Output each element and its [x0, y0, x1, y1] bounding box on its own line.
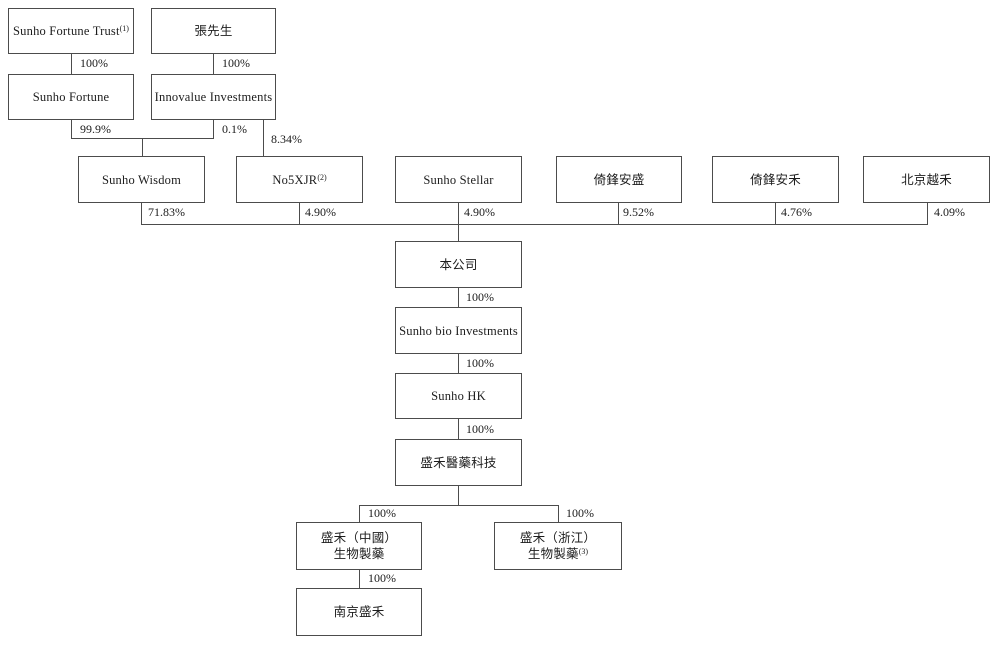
connector-line: [213, 54, 214, 74]
node-label: 倚鋒安盛: [593, 172, 645, 187]
node-label: Sunho Stellar: [423, 172, 494, 187]
node-label: Sunho HK: [431, 389, 486, 403]
connector-line: [141, 203, 142, 224]
node-label: Sunho Wisdom: [101, 172, 182, 187]
ownership-pct-label: 8.34%: [271, 132, 302, 146]
node-sunho-wisdom: Sunho Wisdom: [78, 156, 205, 203]
node-sunho-bio-investments: Sunho bio Investments: [395, 307, 522, 354]
connector-line: [558, 505, 559, 522]
node-label: Sunho Fortune: [32, 90, 110, 104]
ownership-pct-label: 100%: [466, 422, 494, 436]
ownership-pct-label: 9.52%: [623, 205, 654, 219]
node-label-line2: 生物製藥: [333, 547, 385, 561]
ownership-pct-label: 100%: [368, 571, 396, 585]
node-sunho-fortune: Sunho Fortune: [8, 74, 134, 120]
ownership-pct-label: 100%: [566, 506, 594, 520]
node-the-company: 本公司: [395, 241, 522, 288]
node-label: Innovalue Investments: [154, 90, 273, 104]
node-label: 張先生: [194, 24, 233, 38]
node-label: 南京盛禾: [333, 605, 385, 619]
connector-line: [71, 54, 72, 74]
ownership-pct-label: 100%: [80, 56, 108, 70]
ownership-pct-label: 4.90%: [464, 205, 495, 219]
ownership-pct-label: 0.1%: [222, 122, 247, 136]
connector-line: [775, 203, 776, 224]
connector-line: [458, 203, 459, 224]
connector-line: [618, 203, 619, 224]
node-sunho-fortune-trust: Sunho Fortune Trust(1): [8, 8, 134, 54]
node-label: 盛禾醫藥科技: [420, 455, 497, 470]
connector-line: [458, 486, 459, 505]
node-shenghe-pharma-tech: 盛禾醫藥科技: [395, 439, 522, 486]
connector-line: [141, 224, 928, 225]
connector-line: [458, 419, 459, 439]
node-no5xjr: No5XJR(2): [236, 156, 363, 203]
ownership-pct-label: 71.83%: [148, 205, 185, 219]
node-label: No5XJR(2): [272, 172, 327, 187]
ownership-pct-label: 100%: [368, 506, 396, 520]
node-label-line2: 生物製藥(3): [527, 547, 589, 561]
ownership-pct-label: 4.09%: [934, 205, 965, 219]
ownership-pct-label: 100%: [466, 290, 494, 304]
node-innovalue-investments: Innovalue Investments: [151, 74, 276, 120]
node-label: 倚鋒安禾: [750, 172, 801, 187]
connector-line: [458, 224, 459, 241]
connector-line: [213, 120, 214, 138]
connector-line: [299, 203, 300, 224]
node-yifeng-ansheng: 倚鋒安盛: [556, 156, 682, 203]
connector-line: [71, 120, 72, 138]
connector-line: [458, 288, 459, 307]
node-label: Sunho bio Investments: [399, 323, 518, 338]
node-label: 本公司: [439, 257, 478, 272]
node-sunho-hk: Sunho HK: [395, 373, 522, 419]
node-label: Sunho Fortune Trust(1): [13, 24, 129, 38]
node-mr-zhang: 張先生: [151, 8, 276, 54]
connector-line: [359, 505, 360, 522]
connector-line: [359, 570, 360, 588]
ownership-pct-label: 100%: [222, 56, 250, 70]
node-shenghe-china-biopharma: 盛禾（中國） 生物製藥: [296, 522, 422, 570]
connector-line: [263, 120, 264, 156]
node-label: 盛禾（中國）: [320, 531, 398, 545]
connector-line: [458, 354, 459, 373]
node-label: 盛禾（浙江）: [519, 531, 597, 545]
ownership-pct-label: 4.90%: [305, 205, 336, 219]
node-shenghe-zhejiang-biopharma: 盛禾（浙江） 生物製藥(3): [494, 522, 622, 570]
ownership-pct-label: 100%: [466, 356, 494, 370]
node-beijing-yuehe: 北京越禾: [863, 156, 990, 203]
ownership-pct-label: 99.9%: [80, 122, 111, 136]
connector-line: [927, 203, 928, 224]
node-sunho-stellar: Sunho Stellar: [395, 156, 522, 203]
node-yifeng-anhe: 倚鋒安禾: [712, 156, 839, 203]
connector-line: [359, 505, 559, 506]
node-label: 北京越禾: [901, 172, 952, 187]
connector-line: [142, 138, 143, 156]
ownership-pct-label: 4.76%: [781, 205, 812, 219]
node-nanjing-shenghe: 南京盛禾: [296, 588, 422, 636]
